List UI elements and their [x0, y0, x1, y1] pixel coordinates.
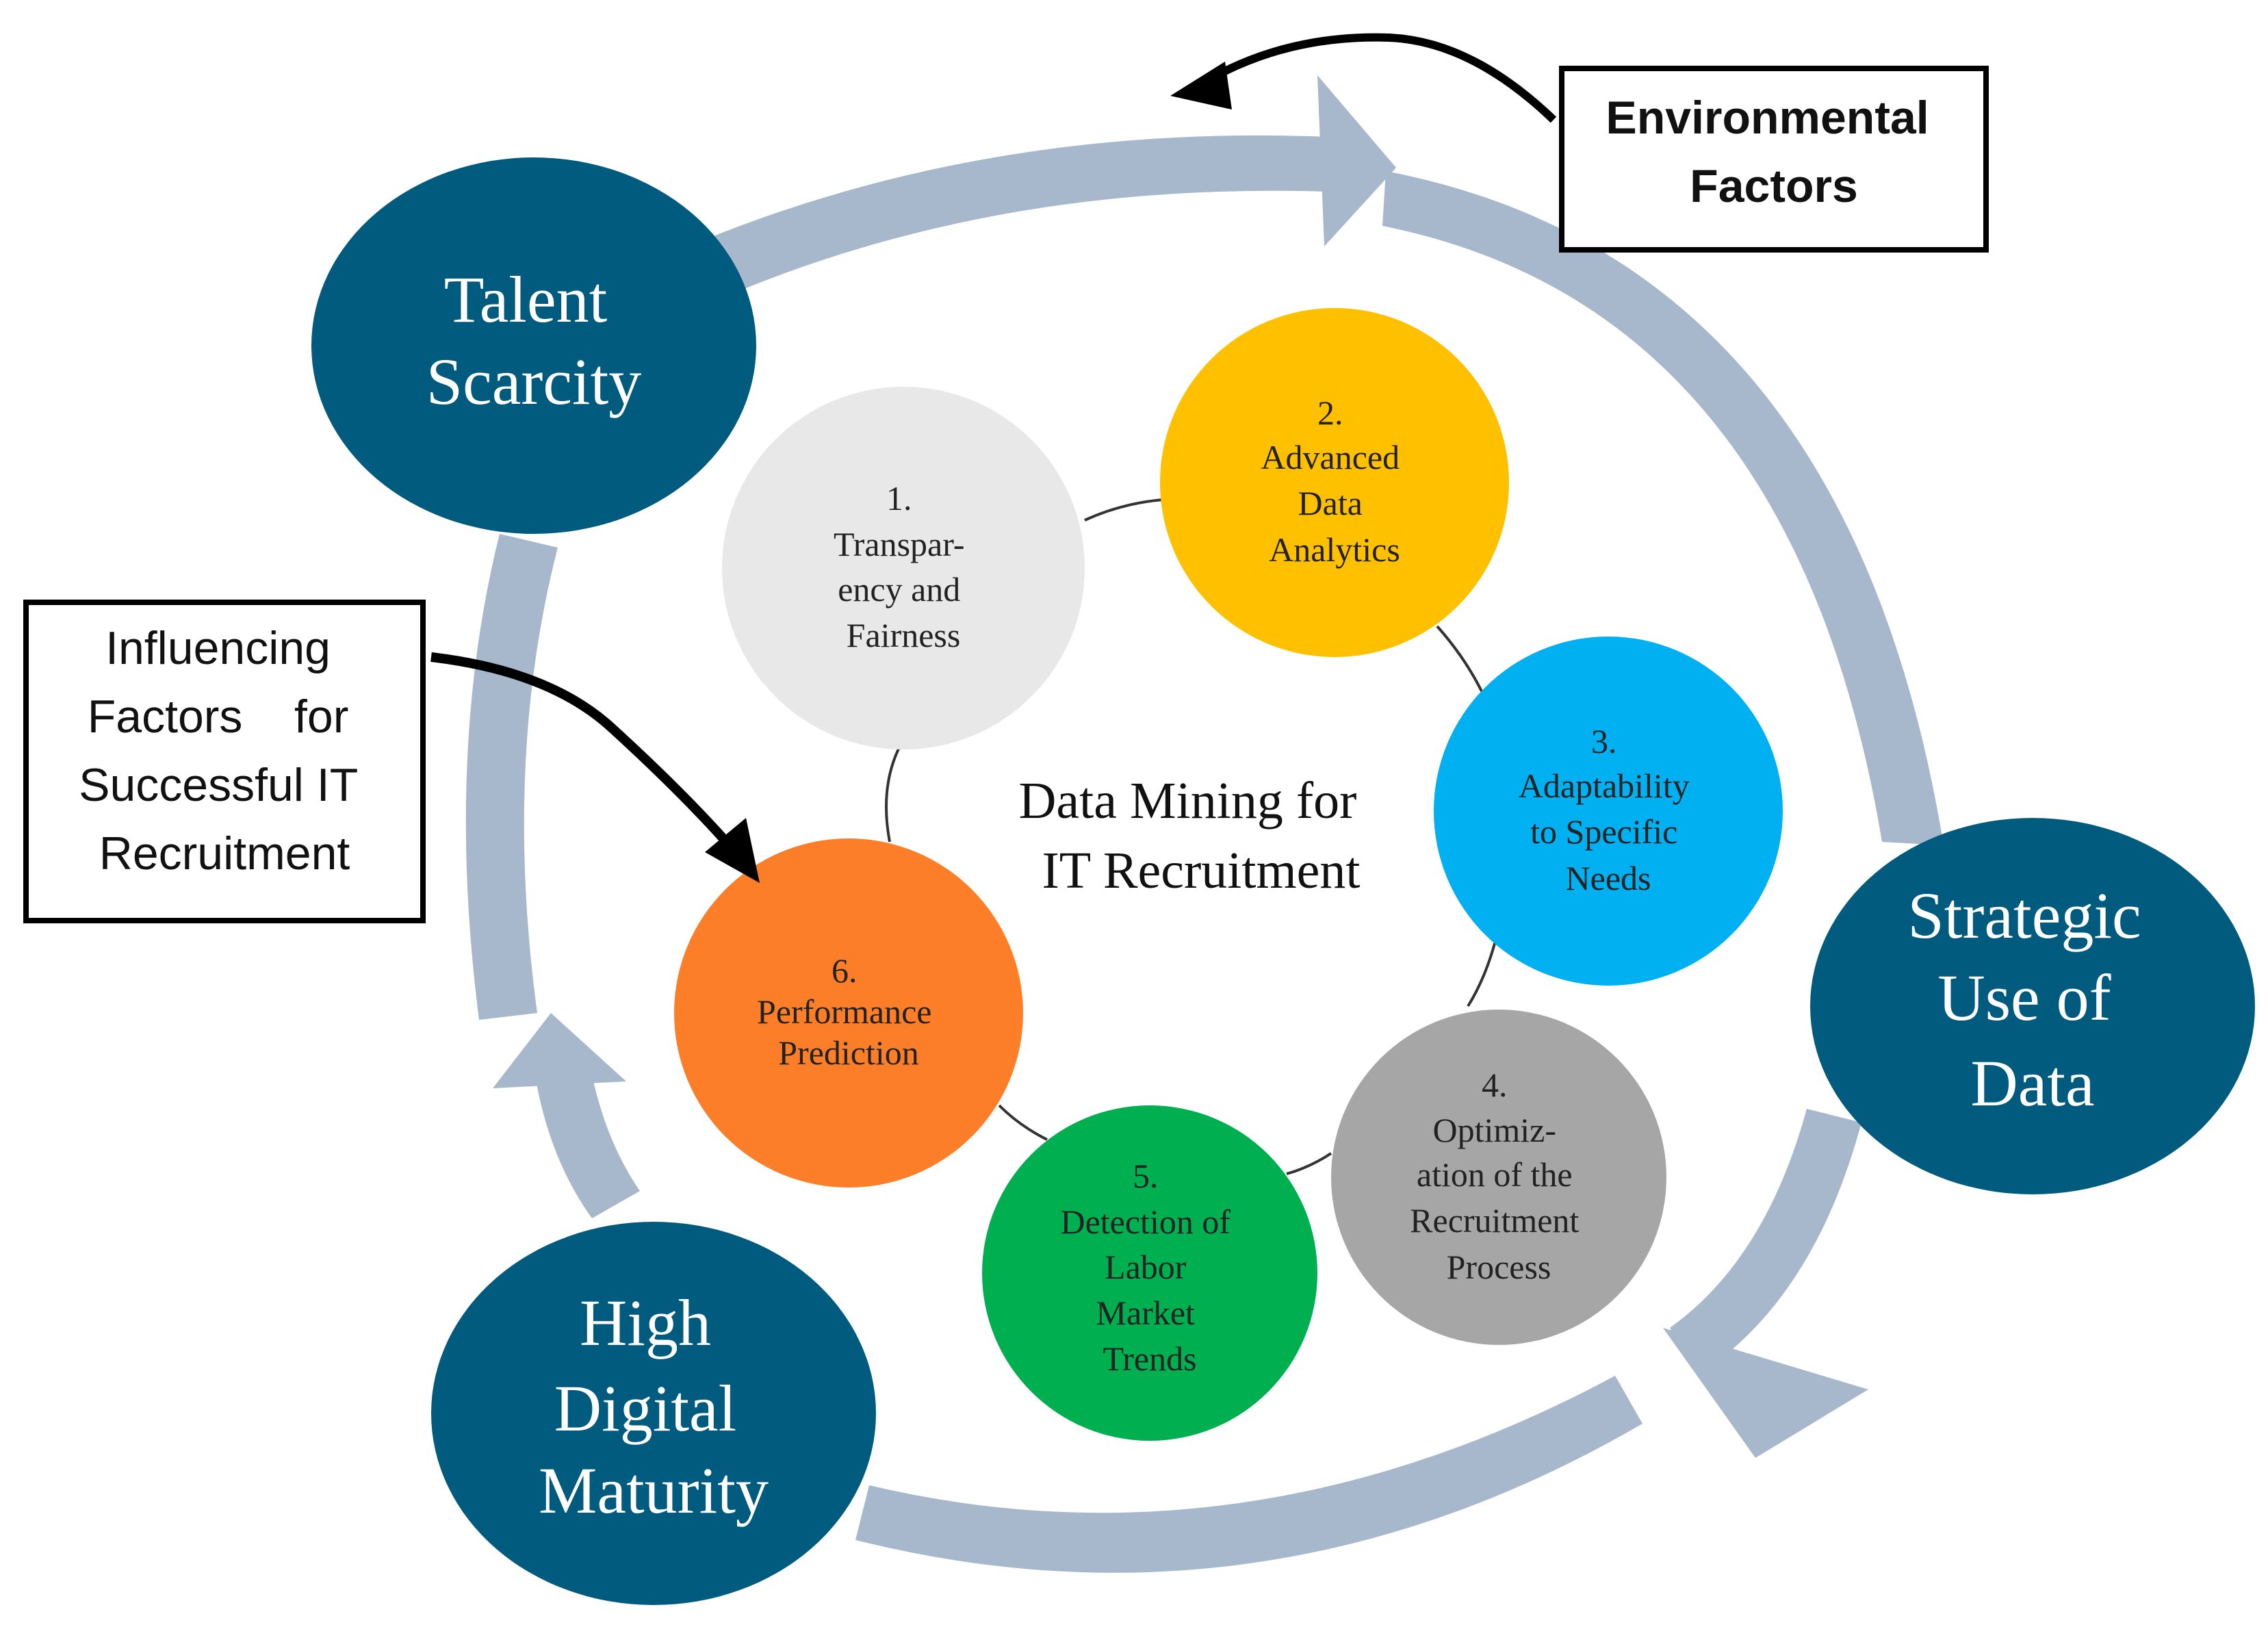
inner-link-3-4: [1467, 940, 1497, 1008]
environmental-arrow-head: [1170, 62, 1232, 110]
strategic-line-1: Strategic: [1907, 879, 2141, 952]
node2-number: 2.: [1317, 394, 1343, 432]
center-title-line-2: IT Recruitment: [1042, 842, 1360, 899]
node5-number: 5.: [1133, 1157, 1159, 1195]
cycle-arc-right-bottom: [1670, 1109, 1861, 1376]
inner-link-1-2: [1084, 498, 1164, 522]
influencing-line-1: Influencing: [105, 622, 331, 674]
svg-text:5. Detection of La: 5. Detection of Labor Market Trends: [1060, 1157, 1239, 1378]
node5-line-3: Market: [1096, 1294, 1195, 1332]
inner-node-3-adaptability: 3. Adaptability to Specific Needs: [1434, 637, 1783, 986]
inner-node-circle: [1434, 637, 1783, 986]
node3-line-1: Adaptability: [1519, 767, 1690, 805]
influencing-line-2: Factors for: [88, 691, 349, 743]
node1-line-1: Transpar-: [834, 525, 965, 563]
influencing-factors-callout: Influencing Factors for Successful IT Re…: [23, 600, 760, 923]
strategic-line-3: Data: [1970, 1047, 2094, 1120]
environmental-line-1: Environmental: [1606, 92, 1929, 144]
inner-link-2-3: [1436, 625, 1483, 692]
inner-link-4-5: [1286, 1152, 1332, 1175]
node3-number: 3.: [1591, 722, 1617, 760]
environmental-factors-box: [1559, 66, 1989, 253]
node5-line-2: Labor: [1105, 1248, 1187, 1286]
strategic-line-2: Use of: [1937, 961, 2111, 1034]
outer-node-talent-scarcity: Talent Scarcity: [311, 157, 756, 534]
inner-link-6-1: [885, 745, 901, 843]
environmental-arrow-line: [1202, 33, 1557, 123]
inner-node-1-transparency: 1. Transpar- ency and Fairness: [722, 387, 1085, 749]
node4-line-2: ation of the: [1417, 1155, 1573, 1194]
cycle-arc-right: [1382, 171, 1944, 845]
cycle-arrowhead-left: [493, 1013, 626, 1088]
influencing-factors-box: [23, 600, 426, 923]
influencing-arrow-line: [430, 652, 736, 852]
node3-line-3: Needs: [1566, 859, 1651, 897]
cycle-arc-left: [465, 534, 558, 1020]
inner-ring-lines: [885, 498, 1497, 1175]
node6-line-2: Prediction: [778, 1034, 919, 1072]
cycle-arc-left-bottom: [534, 1057, 640, 1218]
talent-line-1: Talent: [444, 263, 608, 336]
node2-line-1: Advanced: [1261, 438, 1400, 476]
inner-link-5-6: [998, 1104, 1048, 1141]
outer-node-circle: [311, 157, 756, 534]
cycle-ring: [465, 75, 1944, 1573]
svg-text:4. Optimiz- ation: 4. Optimiz- ation of the Recruitment Pro…: [1410, 1066, 1588, 1286]
node4-line-4: Process: [1447, 1248, 1551, 1286]
node4-number: 4.: [1482, 1066, 1508, 1104]
digital-line-2: Digital: [554, 1372, 737, 1445]
svg-text:High Digital Matur: High Digital Maturity: [539, 1286, 769, 1527]
inner-node-2-advanced-analytics: 2. Advanced Data Analytics: [1160, 308, 1509, 657]
digital-line-3: Maturity: [539, 1454, 769, 1527]
svg-text:Influencing Factors f: Influencing Factors for Successful IT Re…: [79, 622, 370, 880]
node5-line-1: Detection of: [1060, 1203, 1230, 1241]
node2-line-2: Data: [1298, 484, 1363, 522]
svg-text:Strategic Use of D: Strategic Use of Data: [1907, 879, 2157, 1120]
inner-node-5-labor-trends: 5. Detection of Labor Market Trends: [982, 1105, 1317, 1441]
node4-line-1: Optimiz-: [1432, 1111, 1556, 1149]
node5-line-4: Trends: [1103, 1339, 1196, 1378]
outer-node-strategic-use: Strategic Use of Data: [1810, 818, 2255, 1194]
inner-node-circle: [982, 1105, 1317, 1441]
inner-node-circle: [1160, 308, 1509, 657]
svg-text:Environmental Factors: Environmental Factors: [1606, 92, 1942, 212]
node3-line-2: to Specific: [1530, 812, 1677, 851]
influencing-line-4: Recruitment: [99, 828, 350, 880]
node6-number: 6.: [832, 951, 858, 990]
center-title: Data Mining for IT Recruitment: [1019, 772, 1370, 899]
center-title-line-1: Data Mining for: [1019, 772, 1357, 830]
cycle-arrowhead-top: [1317, 75, 1396, 246]
svg-text:6. Performance Pre: 6. Performance Prediction: [757, 951, 940, 1072]
environmental-line-2: Factors: [1690, 160, 1858, 212]
node2-line-3: Analytics: [1269, 530, 1400, 569]
node4-line-3: Recruitment: [1410, 1201, 1579, 1240]
digital-line-1: High: [580, 1286, 711, 1359]
svg-text:3. Adaptability to: 3. Adaptability to Specific Needs: [1519, 722, 1698, 897]
outer-node-high-digital-maturity: High Digital Maturity: [431, 1222, 876, 1605]
svg-text:1. Transpar- ency: 1. Transpar- ency and Fairness: [834, 479, 973, 654]
inner-node-circle: [722, 387, 1085, 749]
influencing-arrow-head: [705, 818, 760, 883]
outer-node-circle: [431, 1222, 876, 1605]
node1-number: 1.: [886, 479, 912, 517]
inner-node-4-optimization: 4. Optimiz- ation of the Recruitment Pro…: [1331, 1010, 1666, 1345]
cycle-arc-bottom: [855, 1376, 1642, 1573]
outer-node-circle: [1810, 818, 2255, 1194]
environmental-factors-callout: Environmental Factors: [1170, 33, 1989, 253]
talent-line-2: Scarcity: [426, 345, 642, 418]
influencing-line-3: Successful IT: [79, 759, 357, 811]
inner-node-circle: [1331, 1010, 1666, 1345]
svg-text:2. Advanced Data: 2. Advanced Data Analytics: [1261, 394, 1408, 569]
node6-line-1: Performance: [757, 992, 931, 1031]
cycle-arrowhead-bottom-right: [1663, 1328, 1868, 1458]
svg-text:Talent Scarcity: Talent Scarcity: [426, 263, 642, 418]
node1-line-3: Fairness: [847, 616, 961, 654]
cycle-arc-top: [705, 135, 1328, 291]
inner-node-circle: [674, 838, 1023, 1188]
inner-node-6-performance: 6. Performance Prediction: [674, 838, 1023, 1188]
node1-line-2: ency and: [838, 570, 960, 608]
